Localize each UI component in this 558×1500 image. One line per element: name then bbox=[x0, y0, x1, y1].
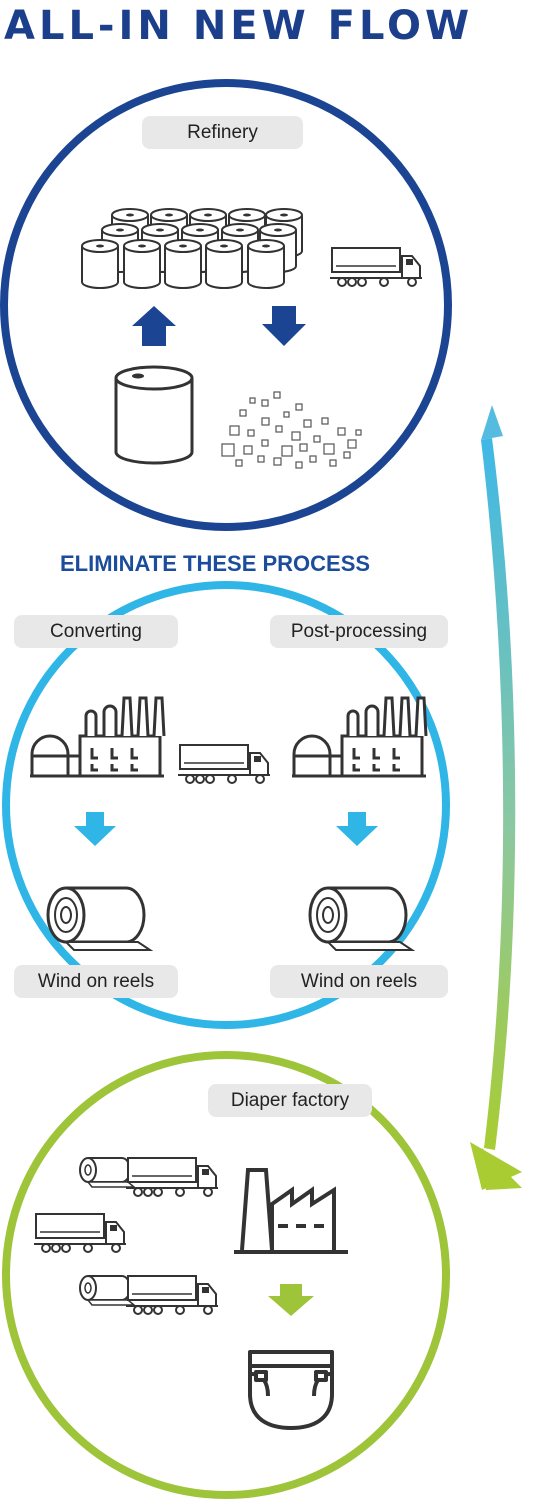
chimney-factory-icon bbox=[234, 1168, 348, 1254]
down-arrow-icon bbox=[262, 306, 306, 346]
factory-icon bbox=[290, 696, 428, 778]
truck-icon bbox=[33, 1213, 127, 1253]
flow-arrow-head bbox=[481, 405, 503, 440]
refinery-label: Refinery bbox=[142, 116, 303, 149]
diaper-circle bbox=[2, 1051, 450, 1499]
truck-icon bbox=[125, 1157, 219, 1197]
truck-icon bbox=[329, 247, 423, 287]
flow-arrow-icon bbox=[481, 438, 516, 1150]
reel-icon bbox=[79, 1275, 135, 1306]
down-arrow-icon bbox=[74, 812, 116, 846]
wind-on-reels-right-label: Wind on reels bbox=[270, 965, 448, 998]
up-arrow-icon bbox=[132, 306, 176, 346]
wind-on-reels-left-label: Wind on reels bbox=[14, 965, 178, 998]
pellets-icon bbox=[221, 391, 362, 469]
eliminated-circle bbox=[2, 581, 450, 1029]
reel-icon bbox=[79, 1157, 135, 1188]
eliminate-heading: ELIMINATE THESE PROCESS bbox=[60, 551, 371, 576]
paper-rolls-icon bbox=[81, 208, 303, 289]
page-title: ALL-IN NEW FLOW bbox=[4, 3, 474, 49]
postprocessing-label: Post-processing bbox=[270, 615, 448, 648]
converting-label: Converting bbox=[14, 615, 178, 648]
barrel-icon bbox=[114, 365, 194, 465]
down-arrow-icon bbox=[268, 1284, 314, 1316]
reel-icon bbox=[46, 886, 152, 952]
refinery-circle bbox=[0, 79, 452, 531]
truck-icon bbox=[177, 744, 271, 784]
factory-icon bbox=[28, 696, 166, 778]
down-arrow-icon bbox=[336, 812, 378, 846]
diaper-factory-label: Diaper factory bbox=[208, 1084, 372, 1117]
truck-icon bbox=[125, 1275, 219, 1315]
diaper-icon bbox=[248, 1350, 334, 1430]
